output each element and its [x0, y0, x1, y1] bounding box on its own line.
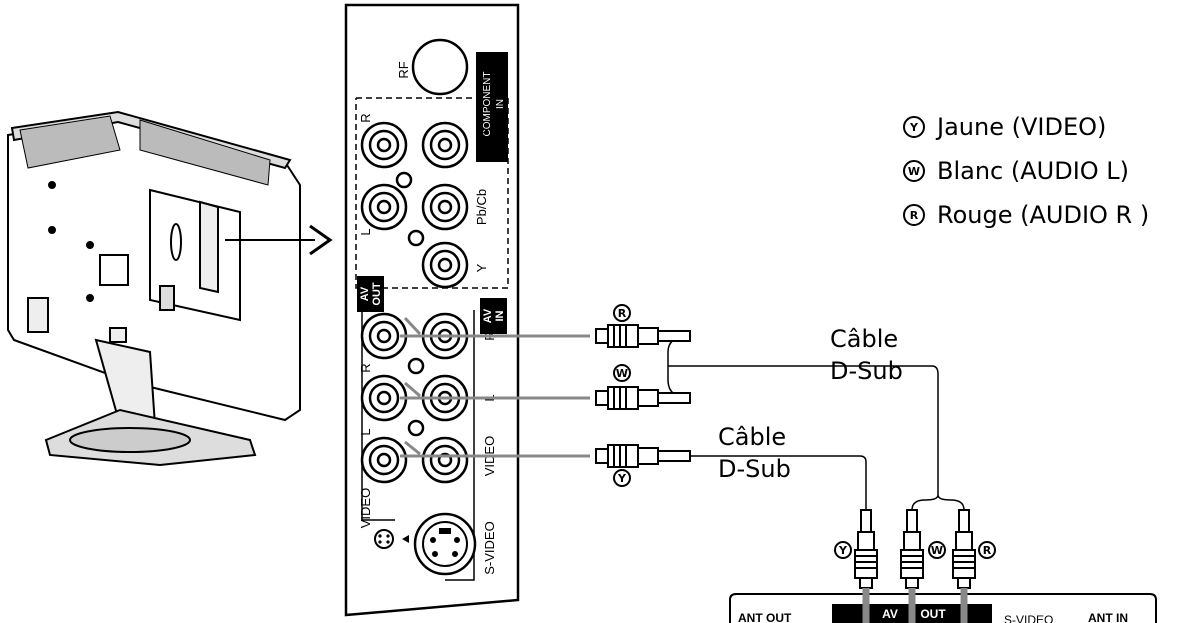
rf-jack	[411, 38, 469, 96]
plugs-horizontal	[595, 324, 691, 468]
av-out-l-label: L	[358, 428, 373, 435]
upper-cable-label-line2: D-Sub	[830, 357, 903, 385]
s-video-label: S-VIDEO	[482, 521, 497, 574]
component-r-label: R	[358, 113, 373, 122]
plug-insert-lines	[400, 316, 590, 458]
s-video-pin-icon	[374, 529, 394, 549]
legend-item-yellow: Y Jaune (VIDEO)	[903, 105, 1149, 149]
plug-marker-r: R	[618, 307, 627, 320]
av-in-label: AV	[482, 308, 494, 323]
color-legend: Y Jaune (VIDEO) W Blanc (AUDIO L) R Roug…	[903, 105, 1149, 237]
av-in-sub-label: IN	[494, 310, 506, 321]
av-out-label: AV	[359, 286, 371, 301]
device-ant-out-label: ANT OUT	[738, 611, 792, 623]
rf-label: RF	[396, 61, 411, 78]
lower-cable-label-line1: Câble	[718, 423, 787, 451]
legend-item-white: W Blanc (AUDIO L)	[903, 149, 1149, 193]
device-plug-marker-r: R	[983, 544, 992, 557]
av-out-r-label: R	[358, 363, 373, 372]
device-plug-marker-y: Y	[838, 544, 848, 557]
connector-panel: RF COMPONENT IN R L Pr/	[344, 3, 520, 617]
lower-cable-label: Câble D-Sub	[718, 421, 791, 485]
av-out-video-label: VIDEO	[358, 488, 373, 528]
legend-text-red: Rouge (AUDIO R )	[937, 201, 1150, 229]
red-plug-icon: R	[903, 204, 925, 226]
upper-cable-label-line1: Câble	[830, 325, 899, 353]
legend-text-yellow: Jaune (VIDEO)	[937, 113, 1107, 141]
device-av-label: AV	[882, 607, 898, 621]
device-ant-in-label: ANT IN	[1088, 611, 1128, 623]
device-out-label: OUT	[920, 607, 946, 621]
external-device-panel: ANT OUT AV OUT S-VIDEO ANT IN	[729, 588, 1157, 623]
device-s-video-label: S-VIDEO	[1004, 613, 1053, 623]
cable-lines	[667, 335, 965, 511]
plug-markers-panel: R W Y	[613, 304, 631, 487]
legend-item-red: R Rouge (AUDIO R )	[903, 193, 1149, 237]
white-plug-icon: W	[903, 160, 925, 182]
component-in-sub-label: IN	[495, 99, 506, 109]
av-out-sub-label: OUT	[371, 282, 383, 306]
plug-markers-device: Y W R	[834, 541, 996, 559]
y-label: Y	[474, 263, 489, 272]
lower-cable-label-line2: D-Sub	[718, 455, 791, 483]
yellow-plug-icon: Y	[903, 116, 925, 138]
legend-text-white: Blanc (AUDIO L)	[937, 157, 1130, 185]
plug-marker-y: Y	[617, 472, 627, 485]
component-in-label: COMPONENT	[482, 72, 493, 137]
tv-rear-illustration	[7, 110, 333, 467]
pb-cb-label: Pb/Cb	[474, 189, 489, 225]
component-l-label: L	[358, 228, 373, 235]
pr-cr-label: Pr/Cr	[474, 129, 489, 160]
upper-cable-label: Câble D-Sub	[830, 323, 903, 387]
plug-marker-w: W	[616, 367, 628, 380]
device-plug-marker-w: W	[931, 544, 943, 557]
plugs-vertical	[854, 509, 976, 589]
